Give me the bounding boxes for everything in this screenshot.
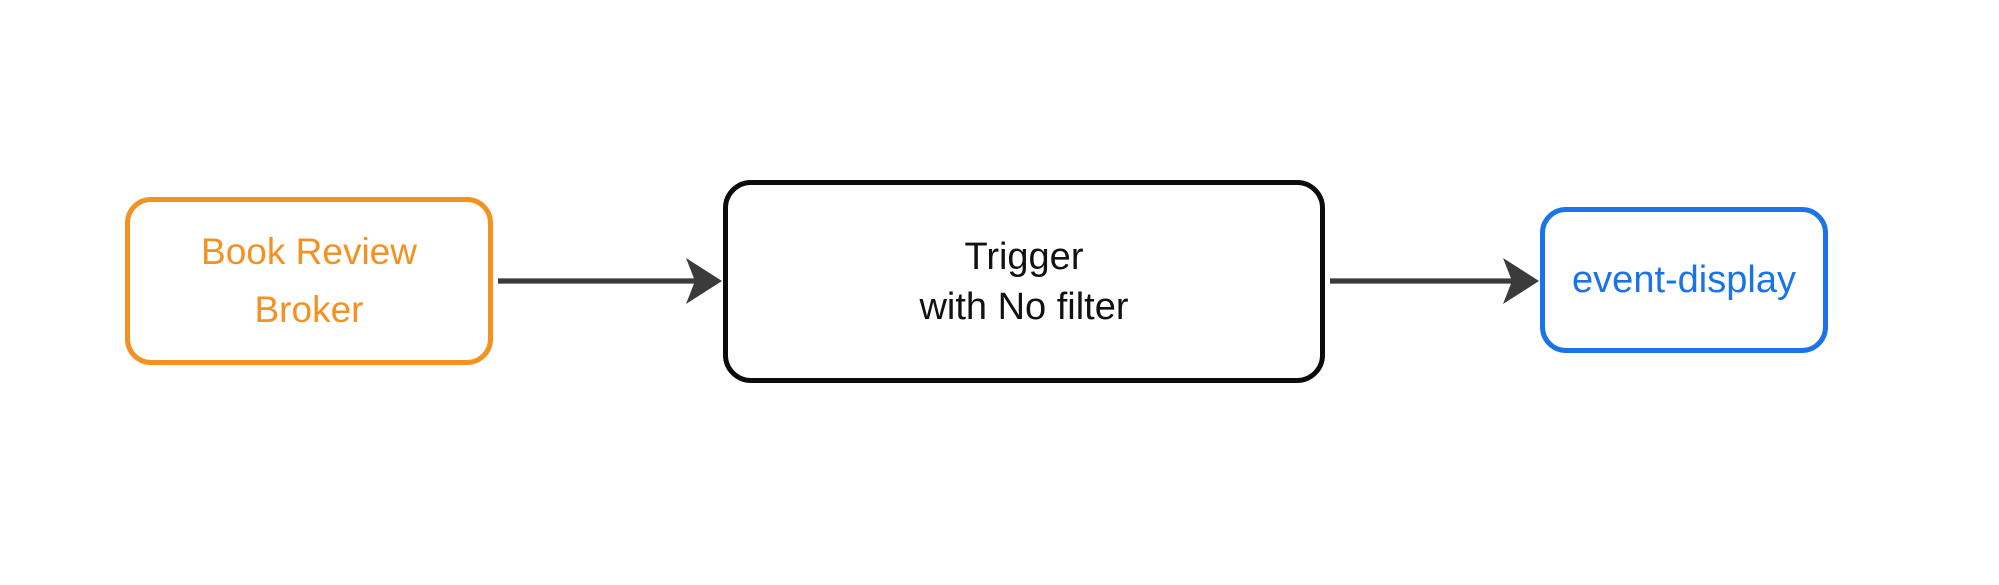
node-event-display-label: event-display	[1572, 259, 1796, 301]
node-book-review-broker: Book Review Broker	[125, 197, 493, 365]
node-trigger-with-no-filter: Trigger with No filter	[723, 180, 1325, 383]
edge-trigger-to-event-display	[1330, 258, 1539, 304]
node-book-review-broker-label: Book Review Broker	[201, 231, 417, 330]
edge-broker-to-trigger	[498, 258, 722, 304]
edge-arrowhead	[686, 258, 722, 304]
edge-arrowhead	[1503, 258, 1539, 304]
node-trigger-with-no-filter-label: Trigger with No filter	[919, 235, 1129, 328]
node-event-display: event-display	[1540, 207, 1828, 353]
